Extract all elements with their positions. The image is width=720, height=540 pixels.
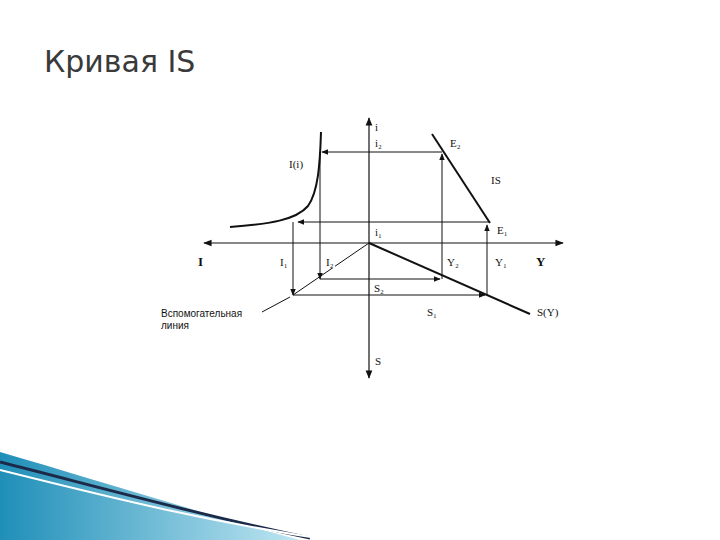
auxiliary-line	[293, 243, 369, 295]
axis-value: I₁	[279, 256, 289, 268]
projection-arrow	[298, 222, 489, 223]
axis	[204, 242, 563, 243]
curve-label: IS	[490, 174, 502, 186]
investment-curve	[230, 132, 321, 227]
slide-title: Кривая IS	[44, 44, 195, 79]
projection-arrow	[293, 295, 485, 296]
axis-value: S₂	[373, 282, 385, 294]
leader-line	[262, 297, 290, 312]
projection-arrow	[320, 152, 321, 279]
axis-label: S	[374, 355, 382, 367]
axis	[368, 118, 369, 378]
curve-label: S(Y)	[536, 306, 559, 318]
axis-value: I₂	[325, 256, 335, 268]
projection-arrow	[320, 279, 440, 280]
axis-label: Y	[535, 255, 546, 269]
axis-value: Y₂	[446, 256, 460, 268]
is-curve	[432, 134, 490, 223]
decor-line	[0, 462, 310, 538]
axis-label: I	[197, 255, 204, 269]
axis-value: i₂	[374, 137, 383, 149]
axis-value: i₁	[374, 226, 383, 238]
projection-arrow	[293, 222, 294, 295]
point-label: E₂	[449, 137, 462, 149]
axis-value: Y₁	[494, 256, 508, 268]
axis-value: S₁	[426, 306, 438, 318]
curve-label: I(i)	[288, 158, 304, 170]
axis-label: i	[374, 121, 379, 133]
projection-arrow	[442, 154, 443, 279]
decor-line	[0, 470, 330, 540]
note-label: Вспомогательная линия	[160, 308, 262, 332]
projection-arrow	[322, 152, 442, 153]
point-label: E₁	[496, 224, 509, 236]
projection-arrow	[487, 225, 488, 295]
